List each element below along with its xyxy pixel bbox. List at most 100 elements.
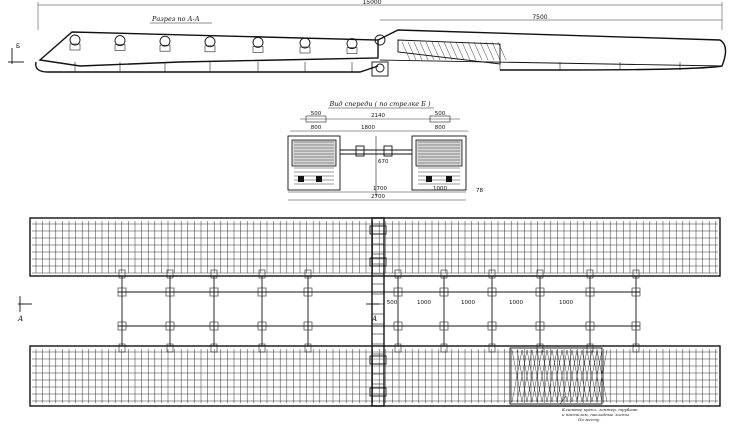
cross-member-end — [536, 269, 544, 279]
dim-front-800-right: 800 — [435, 125, 446, 131]
roller — [69, 34, 81, 46]
left-carriage-block — [287, 135, 341, 191]
dim-front-1700: 1700 — [373, 186, 387, 192]
cross-member-end — [586, 343, 594, 353]
dim-front-1000: 1000 — [433, 186, 447, 192]
dim-plan-1000-1: 1000 — [417, 300, 431, 306]
cross-member-end — [488, 269, 496, 279]
right-foot-slot-1 — [426, 176, 432, 182]
hatch-line — [541, 349, 553, 403]
wedge-zone-hatching — [511, 349, 608, 403]
cross-member-end — [394, 269, 402, 279]
hatch-line — [443, 41, 453, 61]
section-mark-left: А — [17, 315, 23, 323]
beam-joint — [257, 287, 267, 297]
support-legs — [74, 62, 681, 72]
hatch-line — [437, 41, 447, 61]
beam-joint — [631, 287, 641, 297]
beam-joint — [165, 287, 175, 297]
cross-member-end — [632, 343, 640, 353]
beam-joint — [209, 287, 219, 297]
hatch-line — [407, 41, 417, 61]
roller-housing — [204, 45, 216, 53]
joint-clamp — [369, 225, 387, 235]
left-carriage-top — [291, 139, 337, 167]
roller-housing — [346, 47, 358, 54]
hatch-line — [497, 41, 507, 61]
beam-joint — [535, 321, 545, 331]
hatch-line — [479, 41, 489, 61]
view-mark-b: Б — [16, 43, 20, 50]
hatch-line — [401, 41, 411, 61]
note-line-3: По месту. — [577, 417, 600, 422]
hatch-line — [473, 41, 483, 61]
beam-joint — [487, 287, 497, 297]
note-line-1: Клиновое крепл. лонжер. трубами — [561, 407, 638, 412]
hatch-line — [591, 349, 603, 403]
right-carriage-top — [415, 139, 463, 167]
dim-plan-1000-3: 1000 — [509, 300, 523, 306]
hatch-line — [511, 349, 523, 403]
bottom-track-grating — [32, 349, 718, 403]
roller — [114, 35, 126, 47]
cross-member-end — [488, 343, 496, 353]
cross-member-end — [440, 269, 448, 279]
hatch-line — [581, 349, 593, 403]
beam-joint — [117, 321, 127, 331]
joint-clamp — [369, 257, 387, 267]
note-leader — [559, 395, 567, 405]
beam-joint — [487, 321, 497, 331]
bottom-track-frame — [29, 345, 721, 407]
section-view: 15000 7500 Разрез по А-А Б — [8, 0, 727, 77]
platform-base-left — [35, 61, 379, 73]
dim-half-label: 7500 — [532, 14, 547, 21]
roller — [299, 37, 311, 49]
hatch-line — [556, 349, 568, 403]
hatch-line — [551, 349, 563, 403]
note-line-2: и настилом, накладные листы — [562, 412, 629, 417]
dim-plan-500: 500 — [387, 300, 398, 306]
dim-plan-1000-4: 1000 — [559, 300, 573, 306]
hatch-line — [431, 41, 441, 61]
hinge-joint — [375, 63, 385, 73]
left-foot-slot-2 — [316, 176, 322, 182]
front-view: Вид спереди ( по стрелке Б ) 500 2140 50… — [287, 100, 483, 201]
right-carriage-block — [411, 135, 467, 191]
beam-joint — [439, 287, 449, 297]
roller-housing — [69, 43, 81, 51]
roller-housing — [252, 46, 264, 53]
cross-member-end — [258, 269, 266, 279]
wedge-hatching — [401, 41, 507, 61]
hatch-line — [546, 349, 558, 403]
left-foot-slot-1 — [298, 176, 304, 182]
roller-row — [69, 34, 358, 54]
hatch-line — [571, 349, 583, 403]
dim-front-670: 670 — [378, 159, 389, 165]
roller-housing — [114, 44, 126, 51]
hatch-line — [449, 41, 459, 61]
hatch-line — [586, 349, 598, 403]
dim-front-500-right: 500 — [435, 111, 446, 117]
cross-member-end — [304, 343, 312, 353]
beam-joint — [257, 321, 267, 331]
beam-joint — [631, 321, 641, 331]
center-joint-marks — [369, 223, 387, 397]
beam-joint — [393, 321, 403, 331]
rail-pad-left — [305, 115, 327, 123]
beam-joint — [165, 321, 175, 331]
cross-member-end — [166, 343, 174, 353]
cross-member-end — [210, 269, 218, 279]
beam-clamp-left — [355, 145, 365, 157]
beam-joint — [303, 321, 313, 331]
rail-pad-right — [429, 115, 451, 123]
hatch-line — [425, 41, 435, 61]
dim-total-label: 15000 — [362, 0, 381, 6]
platform-base-right — [379, 59, 723, 67]
dim-front-2140: 2140 — [371, 113, 385, 119]
roller-housing — [299, 46, 311, 54]
right-foot-slot-2 — [446, 176, 452, 182]
beam-clamp-right — [383, 145, 393, 157]
hatch-line — [491, 41, 501, 61]
hinge-bracket — [371, 61, 389, 77]
